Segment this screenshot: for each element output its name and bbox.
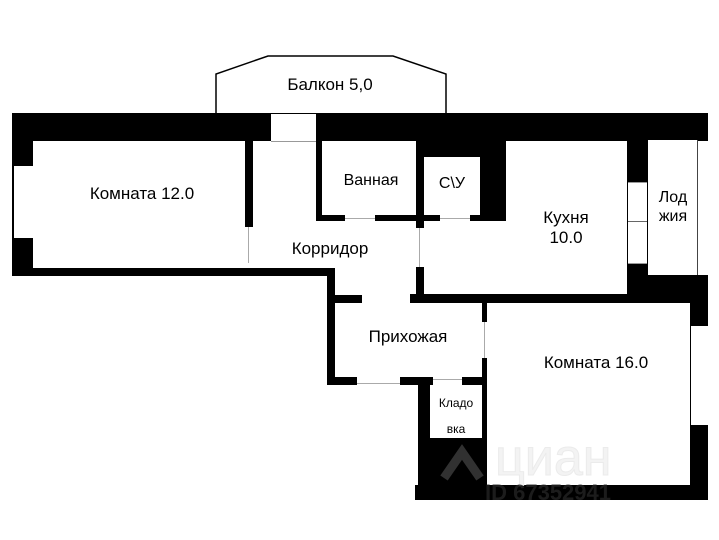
wall-toilet-bottom-b bbox=[470, 215, 480, 221]
loggia-area bbox=[648, 140, 698, 275]
window-room12 bbox=[14, 166, 33, 238]
watermark-brand: циан bbox=[494, 429, 612, 488]
wall-hall-top bbox=[327, 295, 362, 303]
wall-kitchen-bottom bbox=[410, 294, 708, 303]
wall-room16-left-a bbox=[482, 303, 487, 322]
window-kitchen-line bbox=[628, 221, 647, 222]
wall-top bbox=[12, 113, 708, 141]
label-loggia: Лод жия bbox=[648, 188, 698, 226]
label-room16: Комната 16.0 bbox=[543, 353, 649, 372]
label-corridor: Корридор bbox=[291, 239, 369, 258]
wall-room12-bottom bbox=[12, 268, 335, 276]
label-kitchen-area: 10.0 bbox=[549, 228, 583, 248]
label-storage-a: Кладо bbox=[438, 396, 474, 410]
door-room16 bbox=[484, 322, 485, 358]
label-bathroom: Ванная bbox=[343, 172, 399, 189]
wall-toilet-right bbox=[480, 140, 506, 221]
door-storage bbox=[433, 379, 462, 380]
label-storage: Кладо вка bbox=[430, 390, 482, 442]
door-room12 bbox=[248, 227, 249, 263]
wall-hall-bottom-a bbox=[327, 377, 357, 385]
label-kitchen: Кухня 10.0 bbox=[516, 208, 616, 249]
label-toilet: С\У bbox=[438, 175, 466, 192]
label-balcony: Балкон 5,0 bbox=[287, 75, 373, 94]
label-kitchen-name: Кухня bbox=[543, 208, 589, 227]
wall-bath-toilet bbox=[416, 140, 424, 228]
label-loggia-b: жия bbox=[658, 208, 688, 226]
watermark-id: ID 67352941 bbox=[485, 480, 611, 505]
wall-toilet-bottom-a bbox=[424, 215, 440, 221]
wall-kitchen-left bbox=[416, 267, 424, 303]
wall-hall-bottom-c bbox=[462, 377, 487, 385]
wall-room16-left-b bbox=[482, 358, 487, 438]
watermark-logo bbox=[440, 444, 484, 481]
label-loggia-a: Лод bbox=[658, 189, 688, 206]
wall-hall-left bbox=[327, 276, 335, 385]
wall-bath-bottom-a bbox=[316, 215, 345, 221]
wall-room16-bottom bbox=[415, 485, 708, 500]
wall-room12-right bbox=[245, 141, 253, 227]
window-kitchen bbox=[628, 182, 647, 264]
wall-loggia-bottom bbox=[627, 275, 708, 303]
door-kitchen bbox=[419, 228, 420, 267]
label-storage-b: вка bbox=[446, 422, 466, 436]
entrance-door bbox=[357, 383, 400, 384]
balcony-door bbox=[271, 114, 316, 142]
wall-bath-left bbox=[316, 140, 322, 221]
door-bath bbox=[345, 218, 375, 219]
door-toilet bbox=[440, 218, 470, 219]
wall-hall-bottom-b bbox=[400, 377, 433, 385]
label-room12: Комната 12.0 bbox=[89, 184, 195, 203]
window-room16 bbox=[691, 326, 708, 425]
wall-bath-bottom-b bbox=[375, 215, 418, 221]
wall-toilet-top bbox=[424, 140, 480, 157]
label-hallway: Прихожая bbox=[368, 327, 448, 346]
balcony-outline bbox=[215, 55, 447, 113]
